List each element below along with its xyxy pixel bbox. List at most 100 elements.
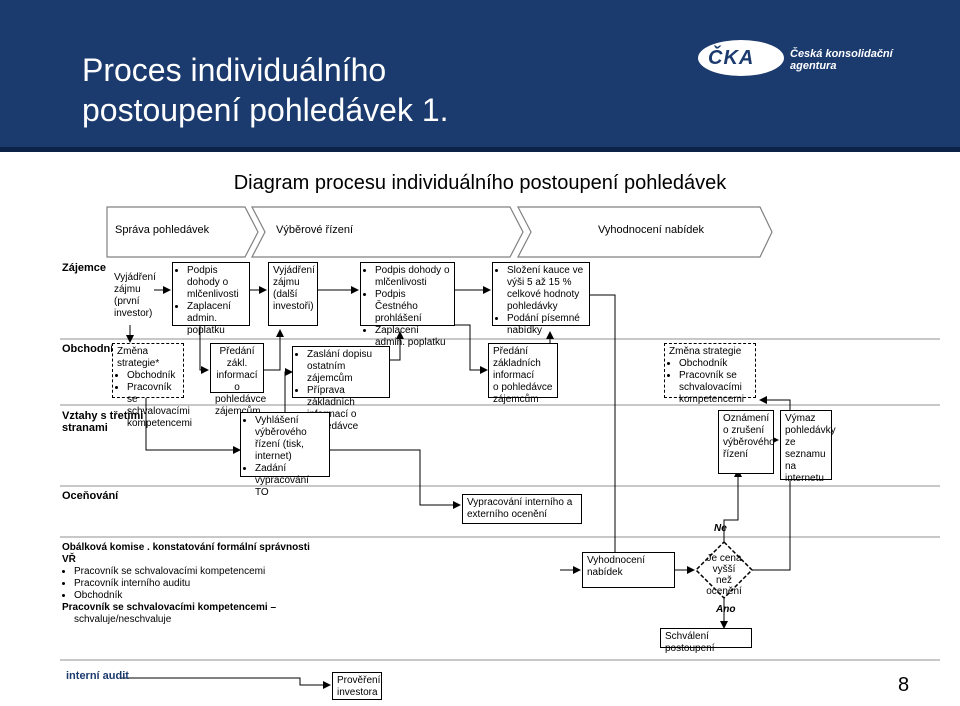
zajemce-box-2-item: Zaplacení admin. poplatku [187, 301, 245, 337]
vztahy-box-2: Oznámení o zrušení výběrového řízení [718, 410, 775, 474]
obchodnik-box-2-line: pohledávce [215, 394, 267, 405]
zajemce-box-3-line: investoři) [273, 301, 314, 312]
phase-label-3: Vyhodnocení nabídek [598, 224, 705, 236]
obchodnik-box-1-item: Obchodník [127, 370, 179, 382]
vztahy-box-3-line: seznamu [785, 449, 826, 460]
decision-no-label: Ne [714, 523, 727, 534]
phase-chevrons [106, 206, 773, 258]
komise-title: Obálková komise . konstatování formální … [62, 542, 310, 553]
lane-label-oceneni: Oceňování [62, 490, 119, 502]
zajemce-box-3-line: zájmu [273, 277, 300, 288]
obchodnik-box-5-item: Obchodník [679, 358, 751, 370]
arrow [455, 324, 488, 374]
obchodnik-box-3-item: Zaslání dopisu ostatním zájemcům [307, 349, 385, 385]
vztahy-box-2-line: Oznámení [723, 413, 770, 424]
vztahy-box-2-line: výběrového [723, 437, 775, 448]
zajemce-box-5-item: Složení kauce ve výši 5 až 15 % celkové … [507, 265, 585, 313]
obchodnik-box-3: Zaslání dopisu ostatním zájemcům Příprav… [292, 346, 390, 432]
vztahy-box-2-line: řízení [723, 449, 749, 460]
vyhodnoceni-box: Vyhodnocení nabídek [582, 552, 675, 588]
vztahy-box-3-line: na [785, 461, 797, 472]
vztahy-box-1-item: Zadání vypracování TO [255, 463, 325, 499]
arrow [752, 396, 791, 571]
zajemce-box-4-item: Podpis Čestného prohlášení [375, 289, 450, 325]
arrow [330, 449, 461, 509]
audit-box-line: Prověření [337, 675, 381, 686]
obchodnik-box-4-line: informací [493, 370, 535, 381]
vztahy-box-3-line: internetu [785, 473, 824, 484]
slide-title-line-1: Proces individuálního [82, 52, 387, 88]
vyhodnoceni-line: Vyhodnocení [587, 555, 646, 566]
slide-title-line-2: postoupení pohledávek 1. [82, 92, 449, 128]
komise-block: Obálková komise . konstatování formální … [62, 542, 362, 626]
obchodnik-box-2: Předání zákl. informací o pohledávce záj… [210, 343, 266, 417]
obchodnik-box-1-item: Pracovník se schvalovacími kompetencemi [127, 382, 192, 430]
diagram-title: Diagram procesu individuálního postoupen… [233, 172, 727, 194]
decision-line: Je cena [706, 553, 742, 564]
lane-label-zajemce: Zájemce [62, 262, 107, 274]
decision-line: ocenění [706, 586, 742, 597]
zajemce-box-1-line: (první [114, 296, 140, 307]
komise-item: Pracovník se schvalovacími kompetencemi [74, 566, 362, 578]
page-number: 8 [898, 674, 910, 696]
zajemce-box-3: Vyjádření zájmu (další investoři) [268, 262, 318, 326]
header-divider [0, 147, 960, 152]
lane-label-vztahy: Vztahy s třetími stranami [62, 410, 143, 434]
obchodnik-box-4-line: o pohledávce [493, 382, 553, 393]
obchodnik-box-5-title: Změna strategie [669, 346, 742, 357]
arrow [264, 329, 284, 371]
lane-label-vztahy-line-2: stranami [62, 422, 108, 434]
obchodnik-box-4-line: zájemcům [493, 394, 539, 405]
komise-item: Pracovník interního auditu [74, 578, 362, 590]
slide-title: Proces individuálního postoupení pohledá… [82, 50, 642, 130]
lane-label-interni-audit: interní audit [66, 670, 129, 682]
komise-item: Obchodník [74, 590, 362, 602]
arrow [199, 325, 209, 374]
vztahy-box-1-item: Vyhlášení výběrového řízení (tisk, inter… [255, 415, 325, 463]
oceneni-box-1-line: externího ocenění [467, 509, 548, 520]
phase-chevron-3 [517, 206, 773, 258]
zajemce-box-1-line: Vyjádření [114, 272, 156, 283]
arrow [120, 677, 331, 689]
audit-box: Prověření investora [332, 672, 382, 700]
decision-yes-label: Ano [716, 604, 736, 615]
obchodnik-box-3-item: Příprava základních informací o pohledáv… [307, 385, 385, 433]
komise-approver-action: schvaluje/neschvaluje [74, 614, 172, 625]
obchodnik-box-5: Změna strategie Obchodník Pracovník se s… [664, 343, 756, 405]
lane-label-obchodnik: Obchodník [62, 343, 120, 355]
lane-label-vztahy-line-1: Vztahy s třetími [62, 410, 144, 422]
logo-name: Česká konsolidační agentura [790, 48, 920, 72]
vztahy-box-3-line: pohledávky [785, 425, 836, 436]
vztahy-box-3-line: Výmaz [785, 413, 816, 424]
decision-diamond [694, 540, 754, 600]
decision-line: vyšší [712, 564, 736, 575]
komise-approver: Pracovník se schvalovacími kompetencemi … [62, 602, 276, 613]
obchodnik-box-2-line: Předání zákl. [219, 346, 255, 369]
vyhodnoceni-line: nabídek [587, 567, 623, 578]
vztahy-box-2-line: o zrušení [723, 425, 765, 436]
arrow [145, 398, 241, 454]
zajemce-box-1: Vyjádření zájmu (první investor) [114, 272, 164, 320]
obchodnik-box-4-line: základních [493, 358, 541, 369]
phase-label-2: Výběrové řízení [276, 224, 354, 236]
arrow [723, 469, 742, 542]
zajemce-box-1-line: zájmu [114, 284, 141, 295]
obchodnik-box-2-line: informací o [216, 370, 258, 393]
obchodnik-box-1-title: Změna strategie* [117, 346, 160, 369]
decision-text: Je cena vyšší než ocenění [699, 553, 749, 597]
phase-chevron-2 [251, 206, 524, 258]
zajemce-box-5-item: Podání písemné nabídky [507, 313, 585, 337]
obchodnik-box-4: Předání základních informací o pohledávc… [488, 343, 558, 405]
vztahy-box-3-line: ze [785, 437, 796, 448]
obchodnik-box-5-item: Pracovník se schvalovacími kompetencemi [679, 370, 751, 406]
decision-line: než [715, 575, 733, 586]
vztahy-box-3: Výmaz pohledávky ze seznamu na internetu [780, 410, 836, 484]
phase-label-1: Správa pohledávek [115, 224, 210, 236]
arrow [390, 331, 404, 361]
zajemce-box-5: Složení kauce ve výši 5 až 15 % celkové … [492, 262, 590, 336]
schvaleni-box: Schválení postoupení [660, 628, 752, 654]
obchodnik-box-1: Změna strategie* Obchodník Pracovník se … [112, 343, 192, 429]
komise-title-2: VŘ [62, 554, 76, 565]
obchodnik-box-4-line: Předání [493, 346, 529, 357]
